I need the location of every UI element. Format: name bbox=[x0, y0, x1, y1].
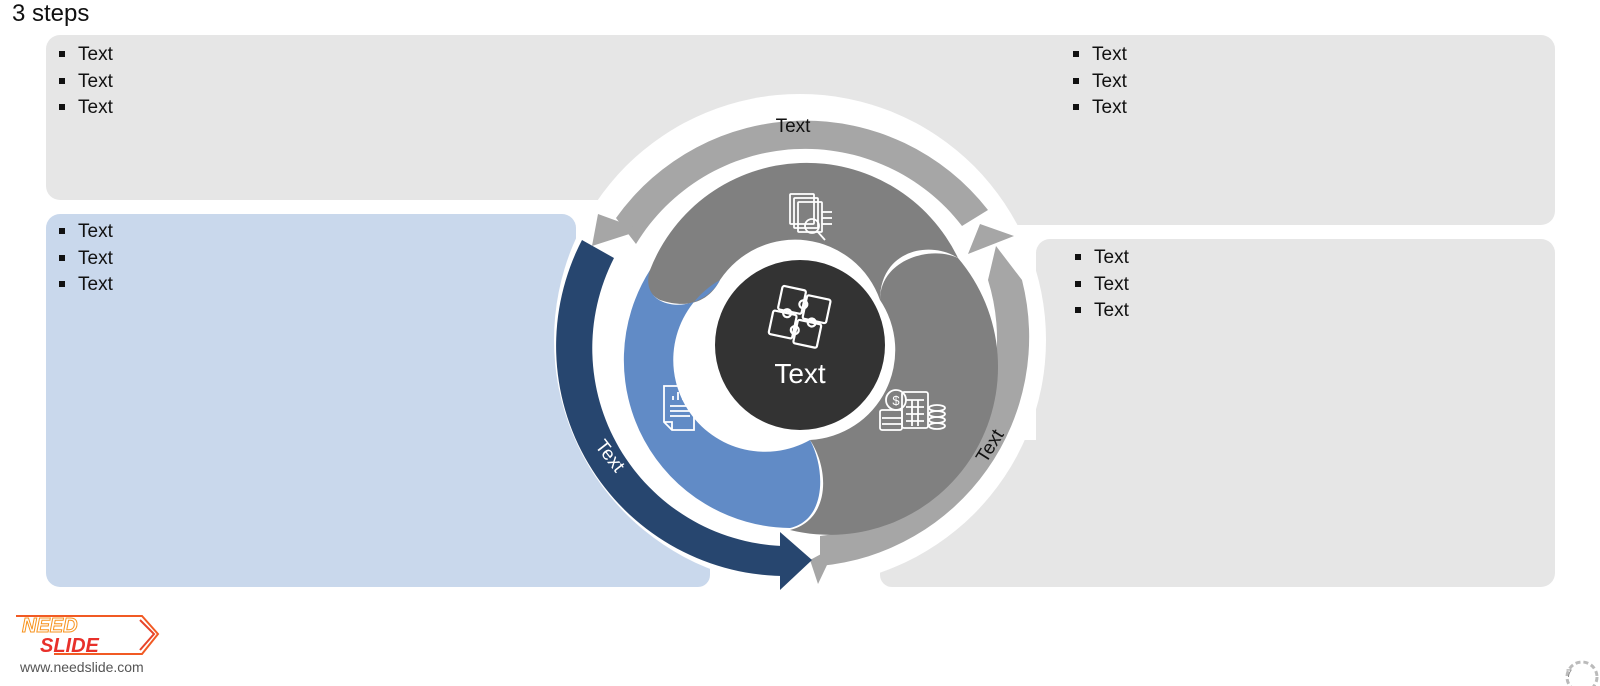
left-arrow-head bbox=[780, 532, 812, 590]
report-chart-icon bbox=[663, 385, 695, 431]
right-bullets: Text Text Text bbox=[1062, 245, 1129, 325]
top-left-panel bbox=[46, 35, 646, 200]
list-item: Text bbox=[46, 272, 113, 299]
list-item: Text bbox=[1060, 95, 1127, 122]
top-arrow-label: Text bbox=[776, 116, 812, 137]
list-item: Text bbox=[1062, 245, 1129, 272]
top-right-panel bbox=[960, 35, 1555, 225]
segment-top bbox=[647, 162, 958, 304]
top-left-bullets: Text Text Text bbox=[46, 42, 113, 122]
needslide-logo: NEED SLIDE bbox=[16, 615, 160, 657]
segment-right bbox=[790, 253, 999, 535]
page-number: 7 bbox=[1566, 668, 1573, 680]
svg-text:$: $ bbox=[892, 393, 900, 408]
list-item: Text bbox=[1062, 298, 1129, 325]
logo-text-slide: SLIDE bbox=[40, 635, 100, 657]
list-item: Text bbox=[46, 42, 113, 69]
document-search-icon bbox=[789, 193, 832, 241]
slide-title: 3 steps bbox=[12, 0, 90, 27]
list-item: Text bbox=[46, 246, 113, 273]
puzzle-icon bbox=[767, 284, 832, 349]
left-bullets: Text Text Text bbox=[46, 219, 113, 299]
right-panel bbox=[1036, 239, 1555, 587]
logo-text-need: NEED bbox=[22, 615, 78, 637]
list-item: Text bbox=[1062, 272, 1129, 299]
top-right-bullets: Text Text Text bbox=[1060, 42, 1127, 122]
segment-left bbox=[623, 270, 821, 528]
left-panel bbox=[46, 214, 576, 587]
top-arrow bbox=[616, 120, 988, 244]
website-url[interactable]: www.needslide.com bbox=[20, 659, 144, 675]
right-arrow-tail bbox=[810, 546, 836, 584]
page-number-badge-icon bbox=[1565, 660, 1599, 686]
calculator-coins-icon: $ bbox=[879, 389, 946, 431]
right-arrow-head bbox=[968, 224, 1014, 254]
list-item: Text bbox=[46, 219, 113, 246]
list-item: Text bbox=[46, 69, 113, 96]
top-arrow-head bbox=[592, 214, 642, 246]
list-item: Text bbox=[46, 95, 113, 122]
left-arrow bbox=[556, 240, 782, 576]
list-item: Text bbox=[1060, 69, 1127, 96]
center-label: Text bbox=[774, 358, 826, 389]
list-item: Text bbox=[1060, 42, 1127, 69]
